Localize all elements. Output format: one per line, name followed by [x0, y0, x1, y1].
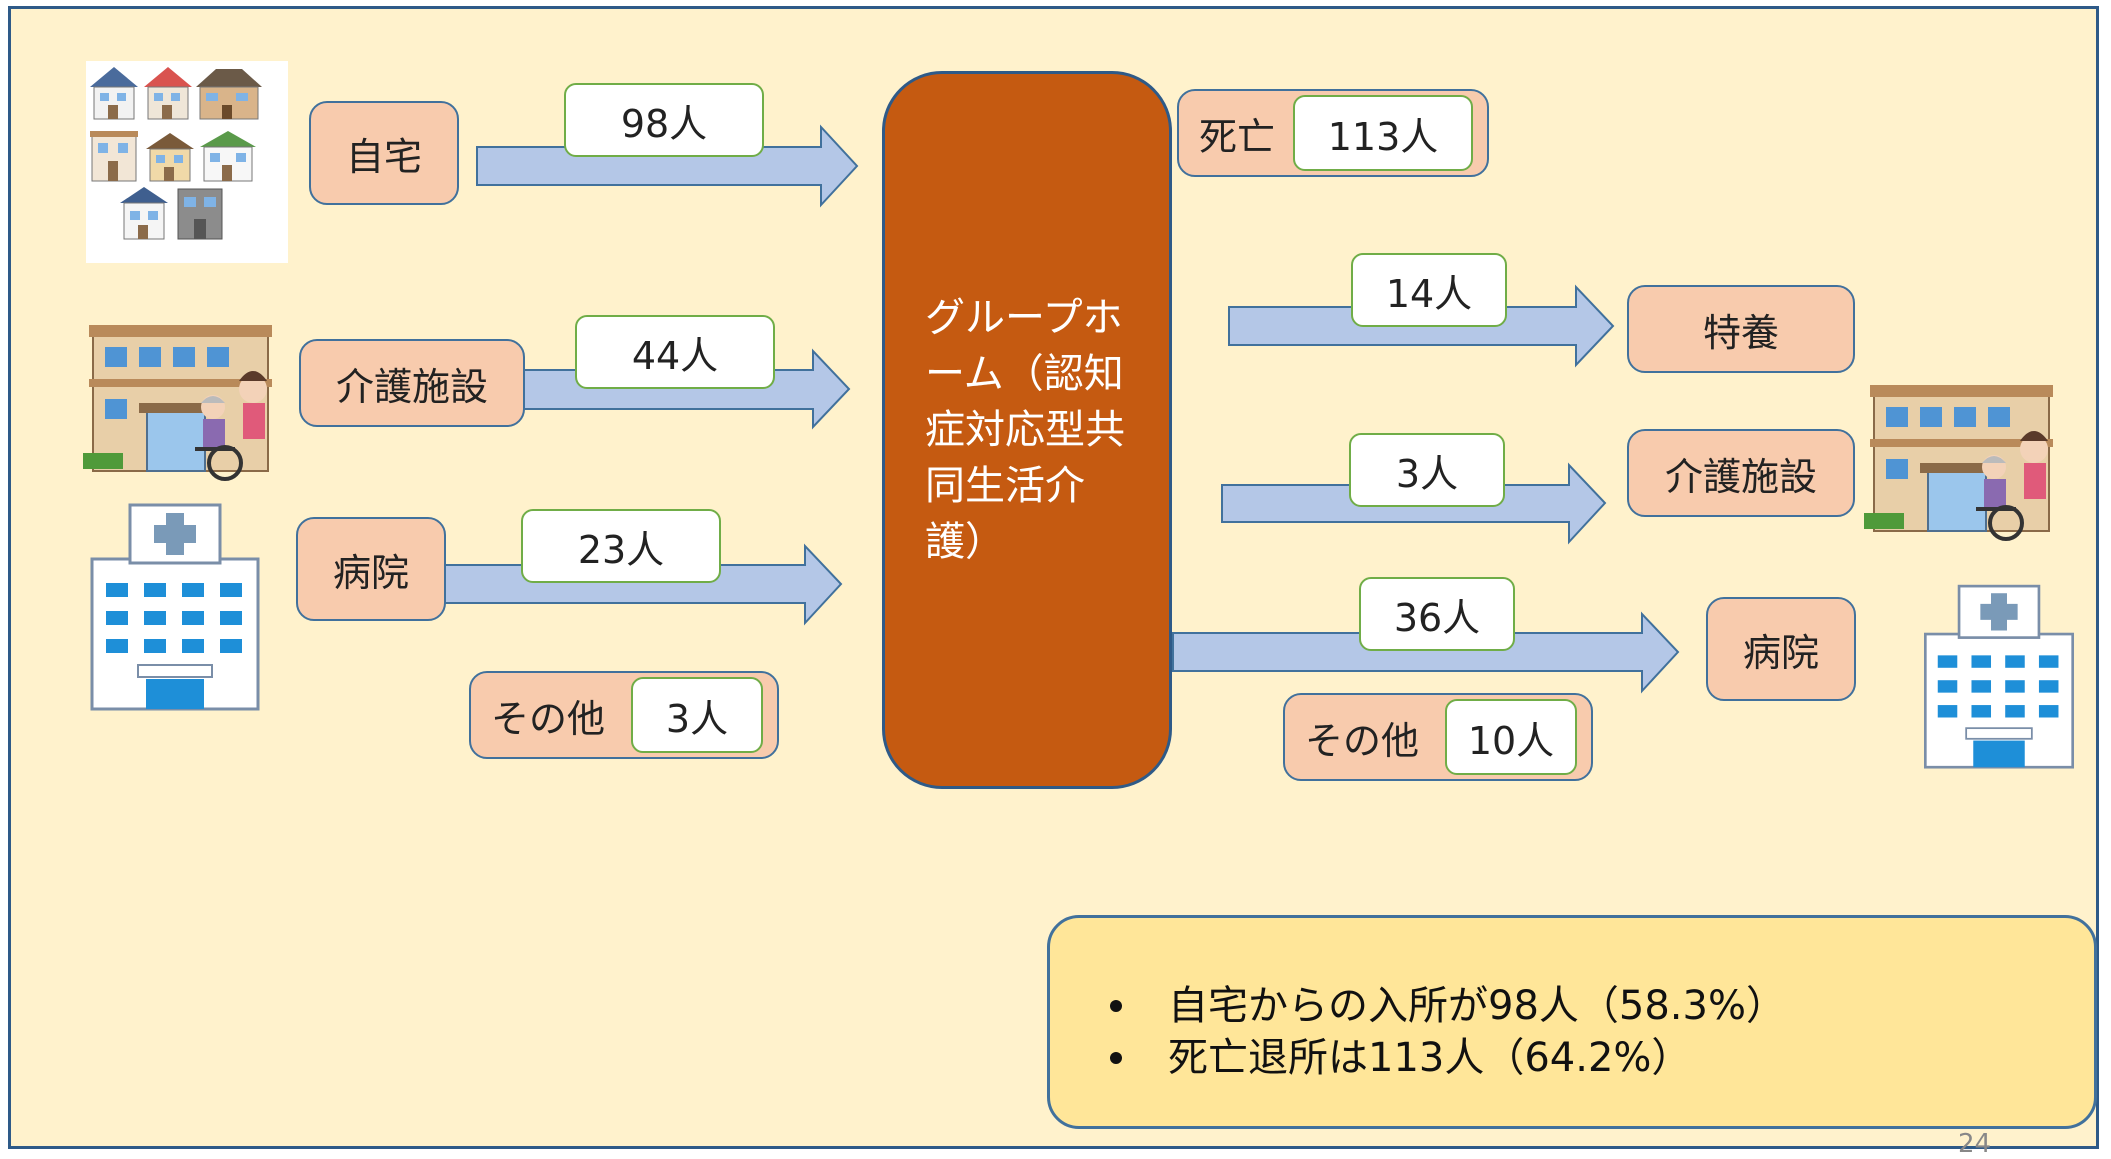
dest-care-count: 3人 — [1349, 433, 1505, 507]
summary-bullet-text: 死亡退所は113人（64.2%） — [1168, 1035, 1692, 1081]
group-home-node: グループホーム（認知症対応型共同生活介護） — [882, 71, 1172, 789]
arrow-hospital-out — [1172, 611, 1680, 694]
houses-icon — [86, 61, 288, 263]
death-box: 死亡 113人 — [1177, 89, 1489, 177]
source-hospital-count: 23人 — [521, 509, 721, 583]
dest-care-label: 介護施設 — [1664, 454, 1817, 499]
hospital-icon — [1923, 584, 2075, 769]
summary-bullet-text: 自宅からの入所が98人（58.3%） — [1168, 983, 1786, 1029]
death-count: 113人 — [1293, 95, 1473, 171]
source-other-box: その他 3人 — [469, 671, 779, 759]
dest-hospital-count: 36人 — [1359, 577, 1515, 651]
hospital-icon — [90, 503, 260, 711]
dest-hospital-count-text: 36人 — [1393, 595, 1481, 640]
dest-other-count-text: 10人 — [1467, 718, 1555, 763]
dest-hospital-label: 病院 — [1742, 630, 1819, 675]
source-other-count: 3人 — [631, 677, 763, 753]
source-other-count-text: 3人 — [665, 696, 729, 741]
dest-other-count: 10人 — [1445, 699, 1577, 775]
dest-hospital-box: 病院 — [1706, 597, 1856, 701]
death-count-text: 113人 — [1327, 114, 1439, 159]
group-home-label: グループホーム（認知症対応型共同生活介護） — [925, 295, 1125, 565]
summary-bullet: 死亡退所は113人（64.2%） — [1110, 1032, 2094, 1084]
source-care-count: 44人 — [575, 315, 775, 389]
bullet-dot — [1110, 1052, 1122, 1064]
dest-tokuyo-label: 特養 — [1702, 310, 1779, 355]
summary-bullet: 自宅からの入所が98人（58.3%） — [1110, 980, 2094, 1032]
page-number: 24 — [1958, 1129, 1992, 1159]
dest-care-box: 介護施設 — [1627, 429, 1855, 517]
dest-tokuyo-box: 特養 — [1627, 285, 1855, 373]
source-home-box: 自宅 — [309, 101, 459, 205]
dest-care-count-text: 3人 — [1395, 451, 1459, 496]
slide: 自宅 介護施設 病院 98人 44人 23人 その他 3人 グループホーム（認知… — [8, 6, 2099, 1159]
care-facility-icon — [83, 325, 272, 481]
bullet-dot — [1110, 1000, 1122, 1012]
summary-box: 自宅からの入所が98人（58.3%） 死亡退所は113人（64.2%） — [1047, 915, 2097, 1129]
dest-other-label: その他 — [1305, 718, 1420, 763]
source-care-count-text: 44人 — [631, 333, 719, 378]
source-other-label: その他 — [491, 696, 606, 741]
death-label: 死亡 — [1199, 114, 1276, 159]
source-care-box: 介護施設 — [299, 339, 525, 427]
dest-tokuyo-count: 14人 — [1351, 253, 1507, 327]
source-hospital-box: 病院 — [296, 517, 446, 621]
arrow-home-in — [476, 124, 859, 208]
source-home-count: 98人 — [564, 83, 764, 157]
source-home-label: 自宅 — [345, 134, 422, 179]
source-hospital-count-text: 23人 — [577, 527, 665, 572]
source-care-label: 介護施設 — [335, 364, 488, 409]
source-home-count-text: 98人 — [620, 101, 708, 146]
dest-other-box: その他 10人 — [1283, 693, 1593, 781]
dest-tokuyo-count-text: 14人 — [1385, 271, 1473, 316]
care-facility-icon — [1864, 385, 2053, 541]
source-hospital-label: 病院 — [332, 550, 409, 595]
